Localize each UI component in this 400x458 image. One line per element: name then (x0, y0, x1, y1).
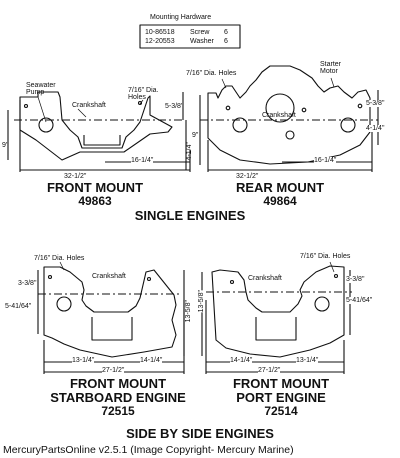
front-mount-hole (38, 117, 54, 133)
starboard-slot (91, 317, 133, 341)
port-title-line2: PORT ENGINE (236, 390, 326, 405)
rear-starter-motor-label: Starter Motor (320, 61, 342, 75)
hardware-row-1-qty: 6 (224, 29, 228, 36)
hardware-row-1-part: 10-86518 (145, 29, 175, 36)
hardware-row-1-name: Screw (190, 29, 210, 36)
front-dim-3212: 32-1/2" (64, 173, 87, 180)
rear-mount-hole-left (232, 117, 248, 133)
starboard-dim-338: 3-3/8" (18, 280, 37, 287)
copyright-footer: MercuryPartsOnline v2.5.1 (Image Copyrig… (3, 444, 294, 456)
front-dim-9: 9" (2, 142, 9, 149)
port-dim-1358: 13-5/8" (198, 290, 205, 313)
port-title-line1: FRONT MOUNT (232, 376, 330, 391)
single-engines-heading: SINGLE ENGINES (134, 208, 246, 223)
starboard-number: 72515 (101, 404, 135, 418)
front-holes-label: 7/16" Dia. Holes (128, 87, 159, 101)
starboard-dim-1358: 13-5/8" (185, 300, 192, 323)
port-dim-54164: 5-41/64" (346, 297, 373, 304)
front-mount-slot (83, 135, 121, 146)
port-slot (255, 317, 297, 341)
starboard-title-line1: FRONT MOUNT (69, 376, 167, 391)
front-dim-414: 4-1/4" (186, 142, 193, 161)
port-crankshaft-label: Crankshaft (248, 275, 282, 282)
starboard-dim-2712: 27-1/2" (102, 367, 125, 374)
starboard-crankshaft-label: Crankshaft (92, 273, 126, 280)
front-dim-1614: 16-1/4" (131, 157, 154, 164)
side-by-side-engines-heading: SIDE BY SIDE ENGINES (126, 426, 274, 441)
front-mount-number: 49863 (78, 194, 112, 208)
rear-crankshaft-label: Crankshaft (262, 112, 296, 119)
rear-dim-9: 9" (192, 132, 199, 139)
hardware-row-2-name: Washer (190, 38, 214, 45)
port-dim-1314: 13-1/4" (296, 357, 319, 364)
rear-mount-number: 49864 (263, 194, 297, 208)
starboard-title-line2: STARBOARD ENGINE (50, 390, 186, 405)
port-holes-label: 7/16" Dia. Holes (300, 253, 351, 260)
rear-mount-hole-small (285, 130, 295, 140)
rear-dim-414: 4-1/4" (366, 125, 385, 132)
starboard-dim-1414: 14-1/4" (140, 357, 163, 364)
front-dim-538: 5-3/8" (165, 103, 184, 110)
rear-dim-3212: 32-1/2" (236, 173, 259, 180)
rear-dim-1614: 16-1/4" (314, 157, 337, 164)
hardware-title: Mounting Hardware (150, 14, 212, 21)
starboard-dim-1314: 13-1/4" (72, 357, 95, 364)
front-seawater-pump-label: Seawater Pump (26, 82, 56, 96)
port-hole (314, 296, 330, 312)
hardware-table-box (139, 24, 241, 49)
port-dim-338: 3-3/8" (346, 276, 365, 283)
port-number: 72514 (264, 404, 298, 418)
port-dim-2712: 27-1/2" (258, 367, 281, 374)
front-mount-49863-drawing (7, 91, 191, 172)
rear-mount-hole-center (265, 93, 295, 123)
starboard-dim-54164: 5-41/64" (5, 303, 32, 310)
starboard-holes-label: 7/16" Dia. Holes (34, 255, 85, 262)
rear-mount-49864-drawing (199, 65, 379, 172)
port-dim-1414: 14-1/4" (230, 357, 253, 364)
hardware-row-2-part: 12-20553 (145, 38, 175, 45)
front-mount-title: FRONT MOUNT (46, 180, 144, 195)
rear-mount-title: REAR MOUNT (235, 180, 325, 195)
front-crankshaft-label: Crankshaft (72, 102, 106, 109)
starboard-hole (56, 296, 72, 312)
hardware-row-2-qty: 6 (224, 38, 228, 45)
rear-dim-538: 5-3/8" (366, 100, 385, 107)
rear-holes-label: 7/16" Dia. Holes (186, 70, 237, 77)
rear-mount-hole-right (340, 117, 356, 133)
